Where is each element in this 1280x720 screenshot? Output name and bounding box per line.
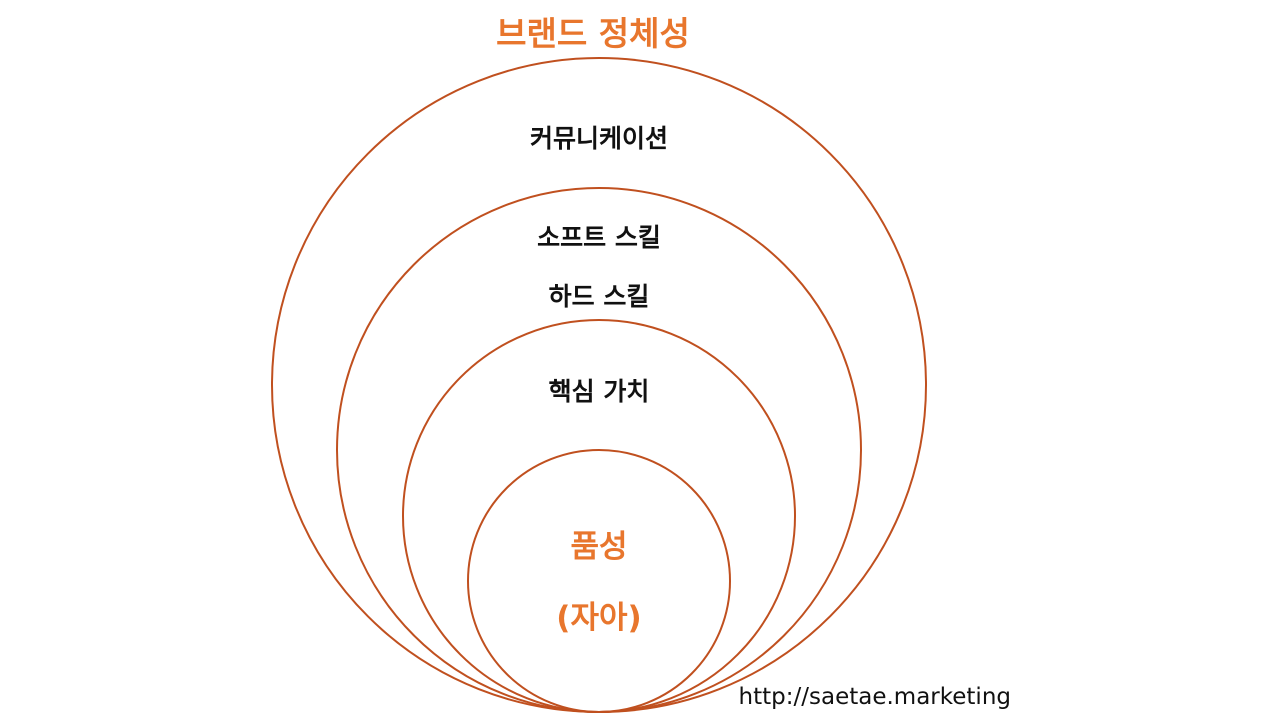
diagram-title: 브랜드 정체성: [496, 14, 690, 53]
label-core-values: 핵심 가치: [549, 377, 650, 406]
ring-character: [467, 449, 731, 713]
label-hard-skills: 하드 스킬: [549, 282, 650, 311]
label-soft-skills: 소프트 스킬: [537, 223, 661, 252]
label-communication: 커뮤니케이션: [530, 124, 668, 153]
label-self: (자아): [556, 600, 641, 636]
source-url: http://saetae.marketing: [739, 684, 1011, 710]
label-character: 품성: [570, 529, 627, 565]
